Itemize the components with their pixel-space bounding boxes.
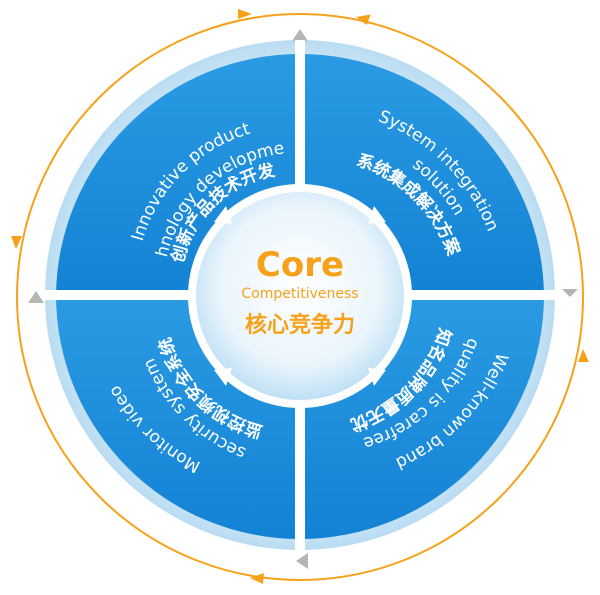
orbit-arrow-right xyxy=(578,349,589,362)
orbit-arrow-bottom xyxy=(250,573,264,584)
pointer-top-left xyxy=(214,206,232,224)
orbit-ring xyxy=(16,13,584,581)
grey-arrow-left xyxy=(28,291,44,303)
core-title: Core xyxy=(256,245,344,285)
pointer-bottom-left xyxy=(214,368,232,386)
orbit-arrow-top-right xyxy=(356,14,371,25)
pointer-top-right xyxy=(368,206,386,224)
orbit-arrow-left xyxy=(11,236,22,249)
core-title-zh: 核心竞争力 xyxy=(245,312,355,338)
grey-arrow-top xyxy=(292,29,308,41)
grey-arrow-bottom xyxy=(296,553,308,569)
pointer-bottom-right xyxy=(368,368,386,386)
orbit-arrow-top-left xyxy=(238,9,252,19)
grey-arrow-right xyxy=(562,289,578,297)
core-circle xyxy=(196,192,404,400)
core-subtitle: Competitiveness xyxy=(241,286,358,302)
